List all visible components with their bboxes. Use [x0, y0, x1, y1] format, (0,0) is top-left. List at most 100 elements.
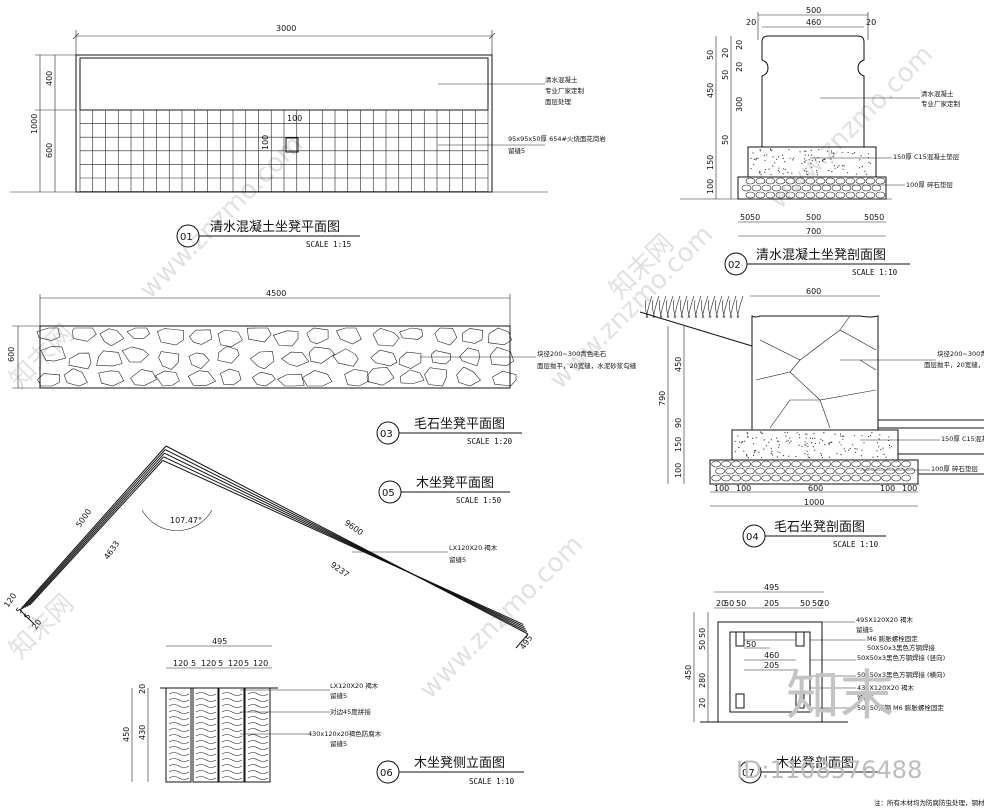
note: 面层抛平，20宽缝，水泥砂浆勾缝 [537, 361, 637, 370]
concrete-stipple [734, 440, 736, 442]
concrete-stipple [823, 158, 825, 160]
rubble-stone [249, 351, 275, 370]
concrete-stipple [758, 451, 760, 453]
concrete-stipple [782, 154, 784, 156]
gravel-stone [855, 467, 865, 475]
drawing-title: 毛石坐凳平面图 [414, 416, 505, 432]
drawing-title: 清水混凝土坐凳剖面图 [756, 247, 886, 263]
wood-grain [247, 764, 269, 768]
drawing-title: 木坐凳平面图 [416, 475, 494, 491]
concrete-stipple [852, 444, 854, 446]
wood-grain [221, 758, 243, 762]
dim: 4500 [266, 289, 286, 298]
concrete-stipple [801, 162, 803, 164]
concrete-stipple [876, 442, 879, 444]
concrete-stipple [820, 454, 823, 457]
concrete-stipple [871, 432, 873, 434]
note: 430x120x20褐色防腐木 [308, 729, 382, 738]
gravel-stone [821, 184, 832, 192]
wood-grain [195, 710, 217, 714]
note: 块径200~300青色毛石 [937, 349, 984, 358]
concrete-stipple [831, 171, 833, 173]
note: 495X120X20 褐木 [856, 615, 914, 624]
drawing-07-section: 495 20 50 50 205 50 50 20 460 205 50 50 … [684, 583, 945, 784]
concrete-stipple [771, 149, 773, 151]
concrete-stipple [807, 174, 809, 176]
note: 150厚 C15混凝土垫层 [941, 434, 984, 443]
concrete-stipple [807, 445, 809, 447]
gravel-stone [831, 184, 842, 192]
wood-grain [195, 764, 217, 768]
concrete-stipple [803, 150, 806, 152]
concrete-stipple [872, 456, 874, 458]
dim: 90 [674, 418, 683, 428]
gravel-stone [825, 177, 836, 185]
concrete-stipple [843, 165, 845, 167]
gravel-stone [815, 467, 825, 475]
wood-grain [195, 752, 217, 756]
dim-h1: 400 [45, 71, 54, 86]
concrete-stipple [807, 454, 809, 456]
gravel-stone [801, 184, 812, 192]
drawing-scale: SCALE 1:10 [852, 268, 898, 277]
wood-grain [195, 770, 217, 774]
gravel-stone [801, 474, 811, 482]
concrete-stipple [768, 441, 770, 443]
gravel-stone [841, 474, 851, 482]
concrete-stipple [813, 432, 815, 434]
note: 留缝5 [330, 691, 347, 700]
concrete-stipple [842, 165, 844, 167]
concrete-stipple [807, 456, 809, 458]
note: 50X50x3黑色方钢焊接 (横向) [857, 670, 945, 679]
dim: 20 [819, 599, 829, 608]
rubble-stone [370, 349, 398, 367]
stone-joint [769, 399, 820, 429]
concrete-stipple [890, 445, 893, 448]
concrete-stipple [840, 454, 842, 456]
stone-joint [859, 359, 877, 371]
concrete-stipple [809, 457, 811, 459]
gravel-stone [875, 177, 886, 185]
concrete-stipple [755, 157, 758, 160]
dim: 150 [674, 437, 683, 452]
rubble-stone [459, 347, 481, 367]
dim: 100 [736, 484, 751, 493]
concrete-stipple [746, 431, 748, 434]
gravel-stone [721, 460, 731, 468]
gravel-stone [865, 177, 876, 185]
gravel-stone [765, 467, 775, 475]
note: 清水混凝土 [545, 75, 578, 84]
dim-angle: 107.47° [170, 516, 202, 525]
drawing-number: 07 [742, 768, 755, 779]
rubble-stone [220, 368, 242, 386]
concrete-stipple [888, 444, 891, 446]
concrete-stipple [761, 457, 763, 459]
note: 留缝5 [330, 739, 347, 748]
concrete-stipple [805, 167, 807, 169]
gravel-stone [775, 177, 786, 185]
concrete-stipple [766, 154, 768, 156]
wood-grain [195, 716, 217, 720]
concrete-stipple [806, 433, 808, 435]
concrete-stipple [831, 161, 833, 163]
dim: 4633 [102, 539, 121, 561]
gravel-stone [781, 460, 791, 468]
wood-grain [168, 776, 190, 780]
concrete-stipple [843, 435, 845, 437]
concrete-stipple [791, 172, 793, 174]
concrete-stipple [807, 154, 809, 156]
concrete-stipple [758, 171, 761, 173]
dim: 50 [746, 640, 756, 649]
concrete-stipple [788, 455, 790, 457]
watermark-text: www.znzmo.com [134, 130, 309, 305]
dim: 20 [866, 18, 876, 27]
rubble-stone [372, 327, 400, 347]
dim: 120 [253, 659, 268, 668]
gravel-stone [851, 460, 861, 468]
concrete-stipple [839, 433, 842, 435]
gravel-stone [811, 474, 821, 482]
concrete-stipple [784, 168, 786, 170]
wood-grain [195, 776, 217, 780]
gravel-stone [735, 467, 745, 475]
rubble-stone [36, 327, 61, 341]
